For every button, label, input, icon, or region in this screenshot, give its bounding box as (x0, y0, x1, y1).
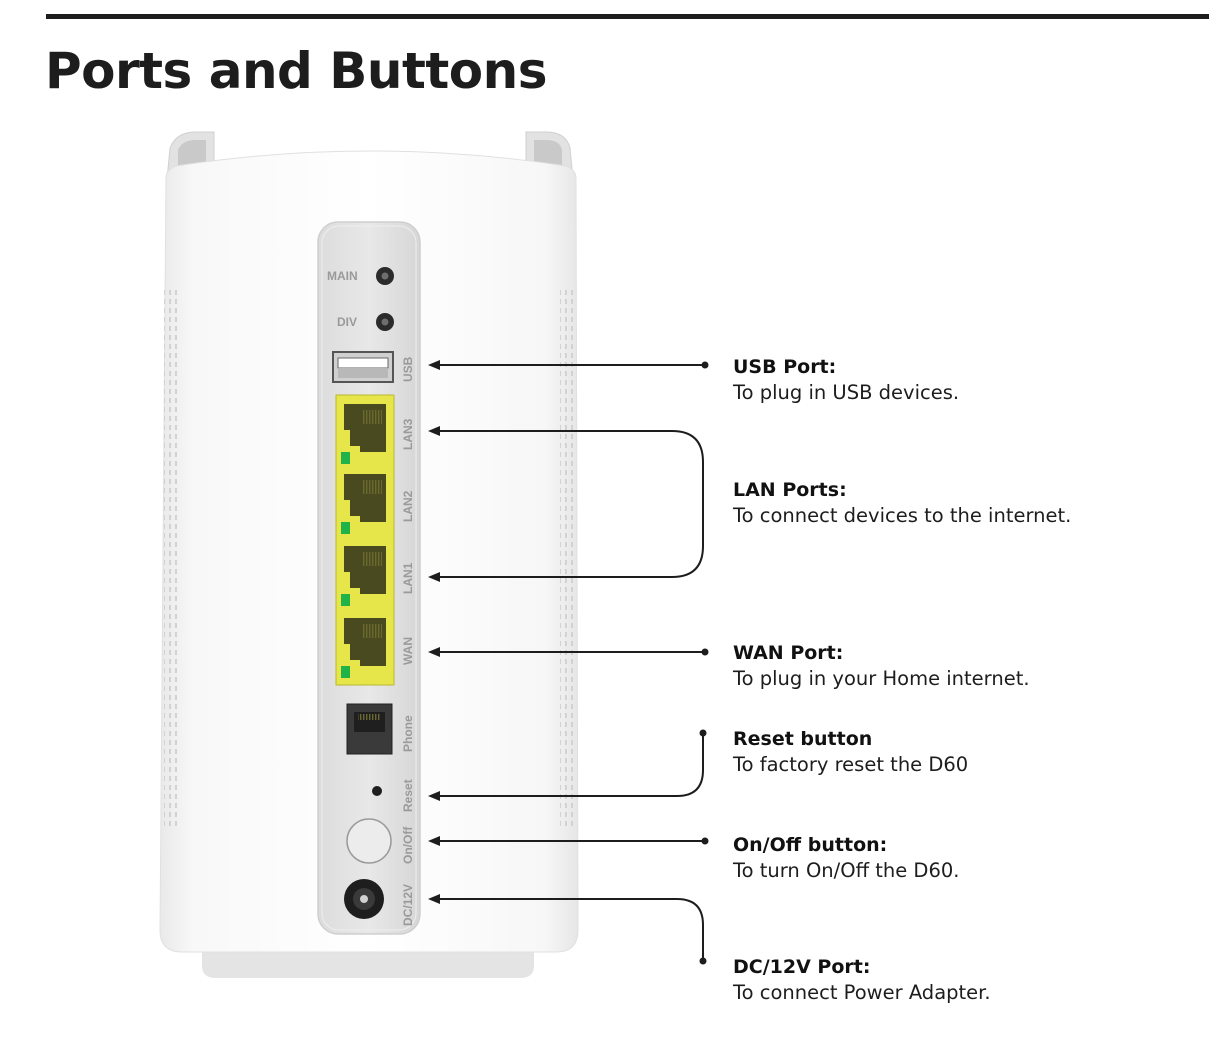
lan1-arrow-icon (428, 572, 440, 582)
router-base (202, 946, 534, 978)
usb-callout-description: To plug in USB devices. (733, 381, 960, 404)
reset-label: Reset (401, 779, 415, 812)
phone-port: Phone (346, 703, 415, 755)
reset-callout-title: Reset button (733, 728, 873, 750)
left-vents (164, 290, 178, 830)
power-button-icon (346, 818, 392, 864)
lan-bracket-line (432, 430, 704, 578)
lan3-arrow-icon (428, 426, 440, 436)
reset-leader-line (432, 734, 704, 797)
lan3-port-icon (341, 404, 386, 464)
lan1-port-icon (341, 546, 386, 606)
lan-callout: LAN Ports: To connect devices to the int… (733, 477, 1071, 529)
top-rule (46, 14, 1209, 19)
wan-led (341, 666, 350, 678)
onoff-button: On/Off (346, 818, 415, 864)
lan-callout-title: LAN Ports: (733, 479, 847, 501)
usb-dot-icon (701, 361, 709, 369)
antenna-connectors: MAIN DIV (327, 267, 394, 331)
right-vents (560, 290, 574, 830)
onoff-callout-title: On/Off button: (733, 834, 888, 856)
reset-pinhole-icon (372, 786, 382, 796)
wan-dot-icon (701, 648, 709, 656)
reset-button: Reset (372, 779, 415, 812)
wan-callout-description: To plug in your Home internet. (733, 667, 1030, 690)
lan1-led (341, 594, 350, 606)
onoff-callout: On/Off button: To turn On/Off the D60. (733, 832, 959, 884)
usb-callout: USB Port: To plug in USB devices. (733, 354, 959, 406)
wan-arrow-icon (428, 647, 440, 657)
dc-arrow-icon (428, 894, 440, 904)
onoff-callout-description: To turn On/Off the D60. (733, 859, 960, 882)
reset-callout: Reset button To factory reset the D60 (733, 726, 968, 778)
main-label: MAIN (327, 269, 358, 283)
reset-callout-description: To factory reset the D60 (733, 753, 969, 776)
wan-callout-title: WAN Port: (733, 642, 844, 664)
dc-label: DC/12V (401, 884, 415, 926)
dc-dot-icon (699, 957, 707, 965)
lan2-led (341, 522, 350, 534)
onoff-arrow-icon (428, 836, 440, 846)
ethernet-ports: LAN3 LAN2 LAN1 WAN (335, 394, 415, 686)
phone-label: Phone (401, 715, 415, 752)
onoff-label: On/Off (401, 826, 415, 864)
div-label: DIV (337, 315, 357, 329)
dc-leader-line (432, 898, 704, 960)
lan2-label: LAN2 (401, 490, 415, 522)
lan2-port-icon (341, 474, 386, 534)
dc-callout-title: DC/12V Port: (733, 956, 871, 978)
lan1-label: LAN1 (401, 562, 415, 594)
wan-port-icon (341, 618, 386, 678)
lan3-label: LAN3 (401, 418, 415, 450)
dc-port: DC/12V (344, 879, 415, 926)
dc-callout-description: To connect Power Adapter. (733, 981, 991, 1004)
reset-arrow-icon (428, 791, 440, 801)
page-title: Ports and Buttons (45, 42, 547, 100)
usb-callout-title: USB Port: (733, 356, 837, 378)
lan-callout-description: To connect devices to the internet. (733, 504, 1072, 527)
wan-label: WAN (401, 637, 415, 665)
usb-port: USB (332, 351, 415, 383)
lan3-led (341, 452, 350, 464)
usb-label: USB (401, 356, 415, 382)
wan-callout: WAN Port: To plug in your Home internet. (733, 640, 1030, 692)
onoff-dot-icon (701, 837, 709, 845)
dc-callout: DC/12V Port: To connect Power Adapter. (733, 954, 991, 1006)
callout-lines (428, 360, 709, 965)
reset-dot-icon (699, 729, 707, 737)
usb-arrow-icon (428, 360, 440, 370)
